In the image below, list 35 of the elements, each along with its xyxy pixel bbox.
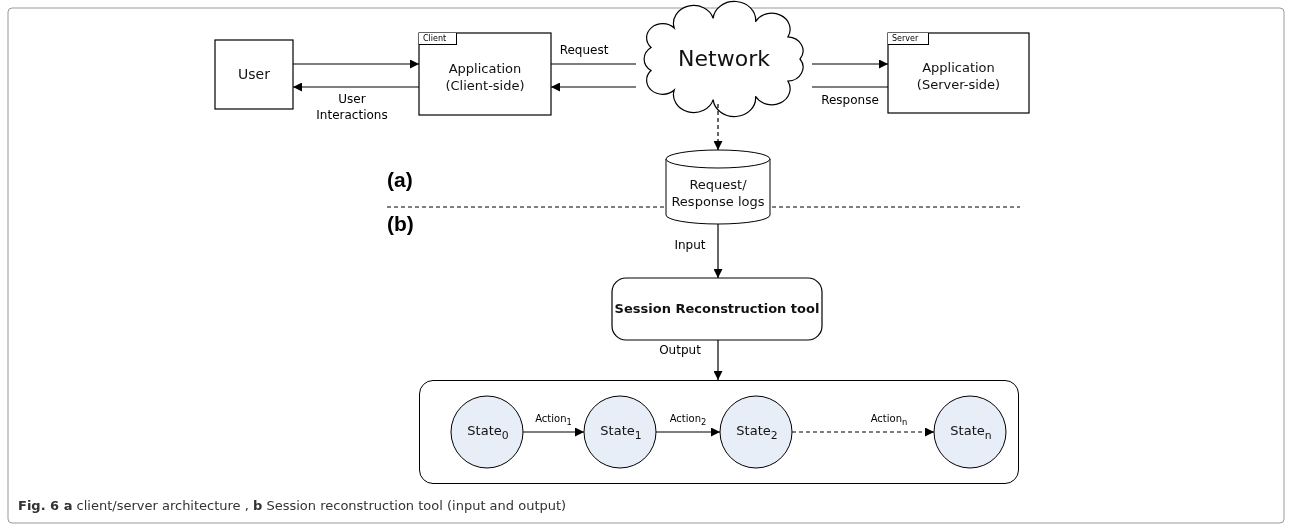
caption: Fig. 6 a client/server architecture , b Session reconstruction tool (input and output) (18, 498, 567, 513)
panel-label: (a) (387, 168, 413, 192)
state-label: State$_{2}$ (736, 423, 778, 443)
network-label: Network (678, 44, 770, 73)
node-label: Request/ Response logs (670, 177, 766, 211)
edge-label: Action$_{2}$ (667, 412, 709, 428)
arrow (655, 427, 721, 437)
panel-label: (b) (387, 212, 414, 236)
tag-label: Client (419, 33, 458, 45)
dashed-arrow (713, 103, 723, 151)
edge-label: Action$_{n}$ (868, 412, 910, 428)
states-container (419, 380, 1019, 484)
arrow (713, 339, 723, 381)
arrow (550, 82, 637, 92)
edge-label: Action$_{1}$ (533, 412, 574, 428)
node-label: Application (Client-side) (444, 61, 526, 95)
edge-label: Input (672, 238, 708, 254)
connector-line (550, 63, 637, 65)
arrow (292, 59, 420, 69)
state-label: State$_{n}$ (950, 423, 992, 443)
edge-label: Request (557, 43, 611, 59)
dashed-arrow (791, 427, 935, 437)
edge-label: Response (819, 93, 881, 109)
node-label: Session Reconstruction tool (614, 300, 820, 318)
state-label: State$_{1}$ (600, 423, 642, 443)
tag-label: Server (888, 33, 930, 45)
arrow (713, 223, 723, 279)
edge-label: Output (657, 343, 703, 359)
node-label: Application (Server-side) (915, 60, 1002, 94)
node-label: User (238, 65, 270, 84)
arrow (522, 427, 585, 437)
arrow (292, 82, 420, 92)
state-label: State$_{0}$ (467, 423, 509, 443)
connector-line (811, 86, 889, 88)
arrow (811, 59, 889, 69)
